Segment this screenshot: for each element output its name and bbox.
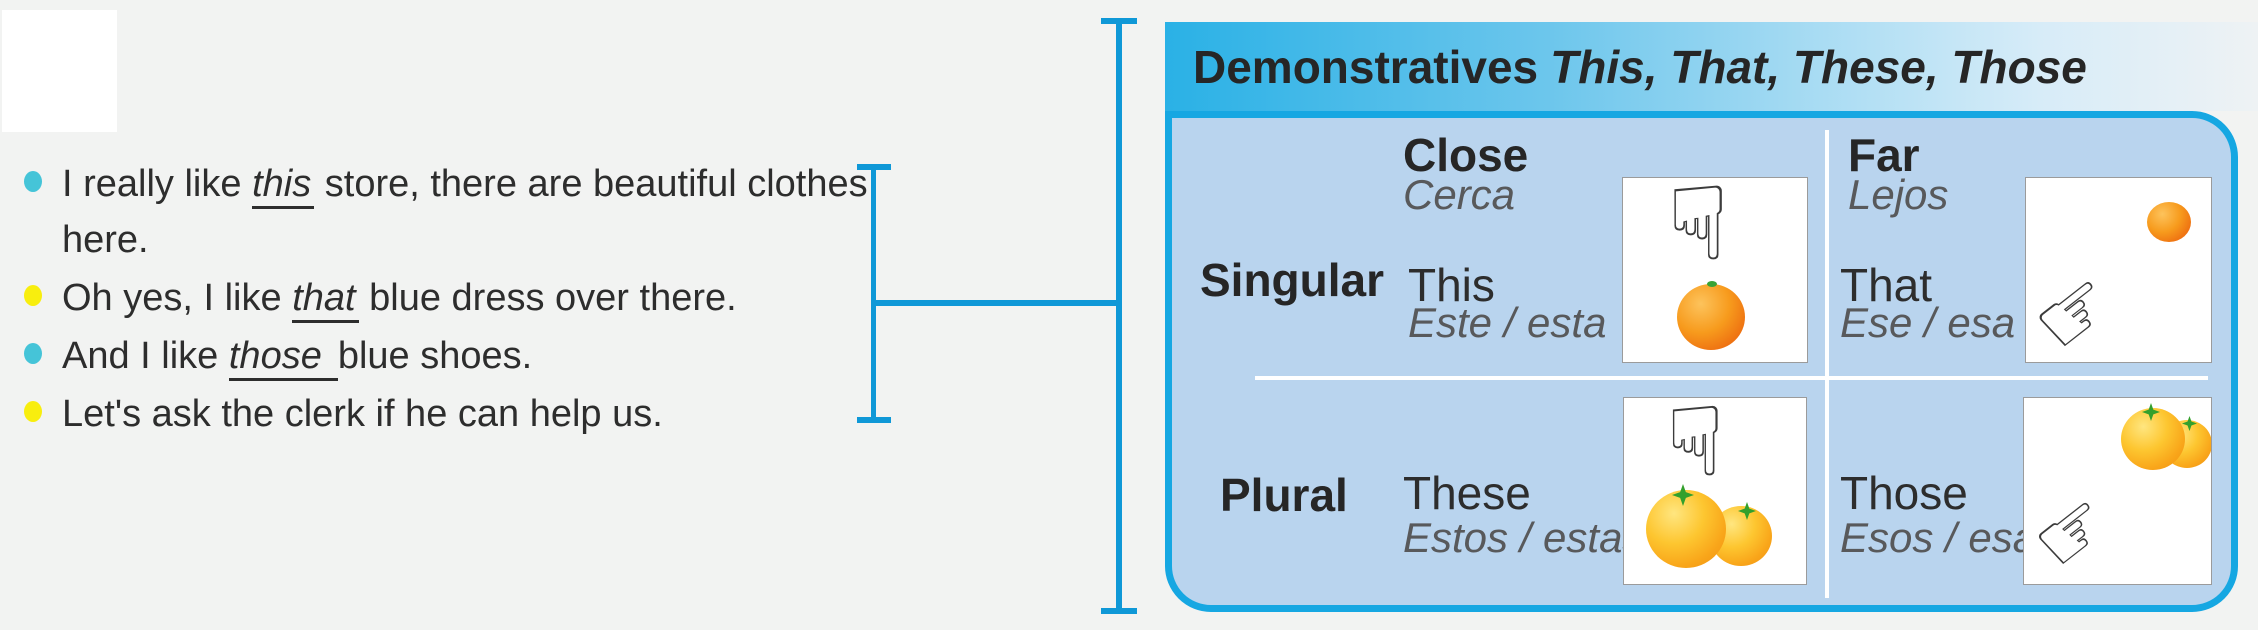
sentence-segment: Let's ask the clerk if he can help us. (62, 393, 663, 435)
row-divider (1255, 376, 2208, 380)
cell-word-those-spanish: Esos / esas (1840, 514, 2058, 561)
column-header-close-spanish: Cerca (1403, 171, 1516, 218)
demonstrative-word: that (292, 277, 359, 323)
sentence-text: Oh yes, I like that blue dress over ther… (62, 277, 737, 323)
column-divider (1825, 130, 1829, 598)
cell-word-those: Those (1840, 467, 1968, 519)
bullet-dot-icon (24, 401, 42, 422)
demonstrative-word: those (228, 335, 338, 381)
pointing-hand-up-right-icon: ☞ (2025, 249, 2136, 363)
sentence-text: Let's ask the clerk if he can help us. (62, 393, 663, 435)
bullet-dot-icon (24, 171, 42, 192)
sentence-segment: And I like (62, 335, 229, 377)
panel-title-main: Demonstratives (1193, 40, 1539, 93)
bullet-dot-icon (24, 285, 42, 306)
orange-icon (1677, 284, 1745, 350)
brace-left-cap-top (857, 164, 891, 170)
brace-horizontal-line (871, 300, 1121, 306)
list-item: Let's ask the clerk if he can help us. (16, 386, 916, 442)
pointing-hand-down-icon: ☟ (1667, 177, 1730, 284)
sentence-segment: blue shoes. (337, 335, 533, 377)
brace-left-stem (871, 166, 876, 421)
picture-plural-close: ☟ (1623, 397, 1807, 585)
list-item: I really like this store, there are beau… (16, 156, 916, 268)
column-header-far-spanish: Lejos (1848, 171, 1949, 218)
cell-word-these-spanish: Estos / estas (1403, 514, 1644, 561)
cell-word-this-spanish: Este / esta (1408, 299, 1607, 346)
column-header-close: Close (1403, 129, 1529, 181)
brace-right-stem (1116, 20, 1122, 612)
list-item: Oh yes, I like that blue dress over ther… (16, 270, 916, 326)
orange-icon (2147, 202, 2191, 242)
picture-plural-far: ☞ (2023, 397, 2212, 585)
sentence-text: I really like this store, there are beau… (62, 163, 868, 261)
pointing-hand-up-right-icon: ☞ (2023, 472, 2131, 585)
sentence-segment: blue dress over there. (358, 277, 737, 319)
cell-word-this: This (1408, 259, 1495, 311)
cell-word-that-spanish: Ese / esa (1840, 299, 2016, 346)
picture-singular-far: ☞ (2025, 177, 2212, 363)
orange-icon (1646, 490, 1726, 568)
orange-stem-icon (1707, 281, 1717, 287)
row-header-plural: Plural (1220, 469, 1348, 521)
cell-word-these: These (1403, 467, 1531, 519)
picture-singular-close: ☟ (1622, 177, 1808, 363)
panel-title-emphasis: This, That, These, Those (1550, 40, 2087, 93)
bullet-dot-icon (24, 343, 42, 364)
sentence-segment: store, there are beautiful clothes here. (62, 163, 868, 261)
sentence-segment: Oh yes, I like (62, 277, 293, 319)
demonstratives-table: Close Cerca Far Lejos Singular This Este… (1165, 111, 2238, 612)
demonstrative-word: this (252, 163, 315, 209)
brace-left-cap-bottom (857, 417, 891, 423)
row-header-singular: Singular (1200, 254, 1385, 306)
brace-right-cap-bottom (1101, 608, 1137, 614)
pointing-hand-down-icon: ☟ (1666, 397, 1725, 498)
cell-word-that: That (1840, 259, 1933, 311)
brace-right-cap-top (1101, 18, 1137, 24)
sentence-segment: I really like (62, 163, 253, 205)
example-sentences-list: I really like this store, there are beau… (16, 156, 916, 444)
column-header-far: Far (1848, 129, 1920, 181)
blank-placeholder (2, 10, 117, 132)
orange-icon (2121, 408, 2185, 470)
